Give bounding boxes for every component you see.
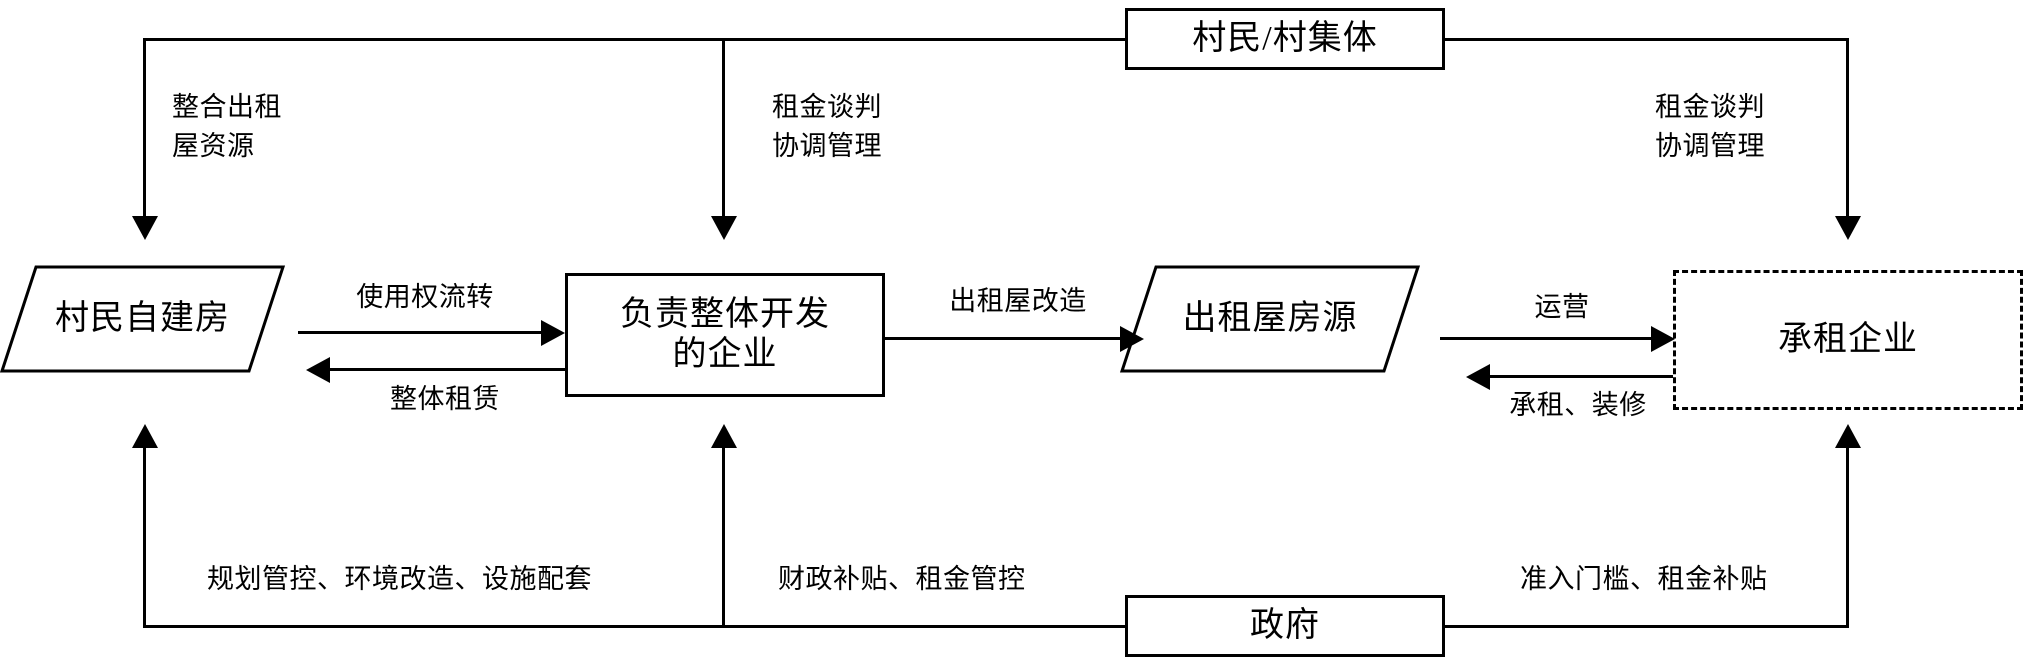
edge-label-rental-renovation: 出租屋改造 — [949, 286, 1087, 316]
node-self-built-housing: 村民自建房 — [0, 265, 286, 373]
edge-gov-to-lessee-vertical — [1846, 448, 1849, 627]
arrowhead-villagers-to-lessee — [1835, 216, 1861, 240]
edge-gov-right-horizontal — [1443, 625, 1849, 628]
edge-label-operation: 运营 — [1534, 292, 1590, 322]
arrowhead-gov-to-selfbuilt — [132, 424, 158, 448]
node-lessee-enterprise: 承租企业 — [1673, 270, 2023, 410]
edge-rental-renovation-line — [885, 337, 1125, 340]
node-villagers: 村民/村集体 — [1125, 8, 1445, 70]
edge-villagers-left-vertical — [143, 38, 146, 220]
edge-gov-left-horizontal — [143, 625, 1127, 628]
node-rental-housing-supply: 出租屋房源 — [1119, 265, 1421, 373]
arrowhead-gov-to-lessee — [1835, 424, 1861, 448]
arrowhead-villagers-to-developer — [711, 216, 737, 240]
arrowhead-whole-lease — [306, 357, 330, 383]
node-government: 政府 — [1125, 595, 1445, 657]
node-rental-housing-supply-label: 出租屋房源 — [1182, 299, 1358, 337]
edge-villagers-right-horizontal — [1443, 38, 1849, 41]
node-lessee-enterprise-label: 承租企业 — [1778, 320, 1918, 358]
arrowhead-operation — [1651, 326, 1675, 352]
node-villagers-label: 村民/村集体 — [1192, 19, 1378, 57]
edge-villagers-right-vertical — [1846, 38, 1849, 220]
node-self-built-housing-label: 村民自建房 — [55, 299, 230, 337]
edge-villagers-left-horizontal — [143, 38, 1127, 41]
edge-villagers-to-developer-vertical — [722, 38, 725, 220]
edge-operation-line — [1440, 337, 1655, 340]
node-development-enterprise: 负责整体开发 的企业 — [565, 273, 885, 397]
arrowhead-rental-renovation — [1120, 326, 1144, 352]
edge-gov-to-developer-vertical — [722, 448, 725, 627]
edge-gov-to-selfbuilt-vertical — [143, 448, 146, 627]
edge-label-fiscal-subsidy-rent-control: 财政补贴、租金管控 — [778, 564, 1026, 594]
edge-label-whole-lease: 整体租赁 — [390, 384, 500, 414]
arrowhead-gov-to-developer — [711, 424, 737, 448]
edge-label-usage-right-transfer: 使用权流转 — [356, 282, 494, 312]
edge-label-entry-threshold-rent-subsidy: 准入门槛、租金补贴 — [1520, 564, 1768, 594]
edge-usage-right-transfer-line — [298, 331, 543, 334]
node-government-label: 政府 — [1250, 606, 1320, 644]
arrowhead-usage-right-transfer — [541, 320, 565, 346]
parallelogram-shape-self-built — [0, 265, 286, 373]
edge-whole-lease-line — [330, 368, 565, 371]
edge-lease-and-decorate-line — [1490, 375, 1673, 378]
edge-label-rent-negotiation-right: 租金谈判 协调管理 — [1655, 92, 1765, 162]
edge-label-planning-environment-facilities: 规划管控、环境改造、设施配套 — [207, 564, 592, 594]
node-development-enterprise-label: 负责整体开发 的企业 — [620, 295, 830, 373]
arrowhead-lease-and-decorate — [1466, 364, 1490, 390]
edge-label-integrate-rental-resources: 整合出租 屋资源 — [172, 92, 282, 162]
arrowhead-villagers-to-selfbuilt — [132, 216, 158, 240]
edge-label-rent-negotiation-mid: 租金谈判 协调管理 — [772, 92, 882, 162]
edge-label-lease-and-decorate: 承租、装修 — [1509, 390, 1647, 420]
